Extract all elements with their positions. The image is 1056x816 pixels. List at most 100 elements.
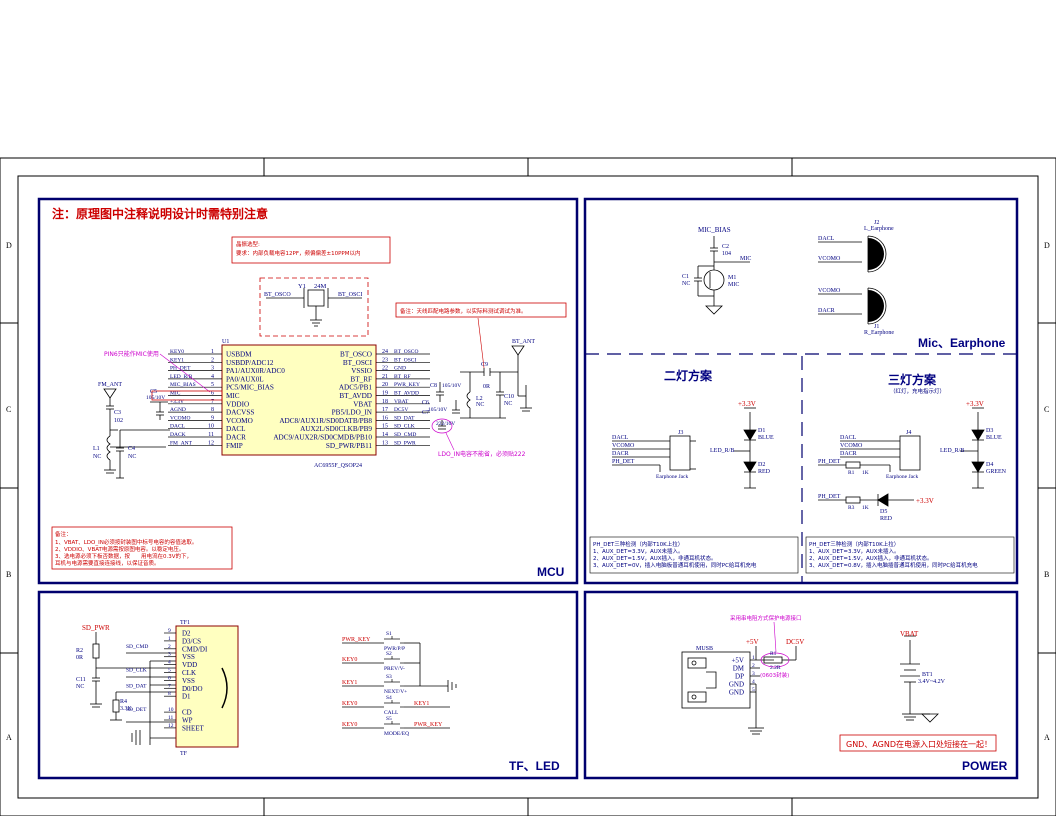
mcu-pin-name: BT_OSCO — [340, 351, 372, 359]
tf-r2-ref: R2 — [76, 648, 83, 654]
j1-val: R_Earphone — [864, 330, 894, 336]
tf-r4-val: 3.3K — [120, 706, 133, 712]
r5-pkg: (0603封装) — [760, 671, 789, 679]
tf-pin-name: VDD — [182, 661, 197, 669]
three-led-panel: 三灯方案 （红灯，充电指示灯） — [805, 372, 1015, 574]
tf-ref: TF1 — [180, 620, 190, 626]
crystal-note-line1: 晶振选型: — [236, 240, 260, 248]
usb-pin-name: GND — [729, 681, 744, 689]
mcu-pin-net: SD_CMD — [394, 432, 416, 438]
mcu-pin-name: VBAT — [353, 400, 372, 408]
mcu-pin-net: BT_RF — [394, 374, 411, 380]
mic-net-label: MIC — [740, 256, 751, 262]
usb-connector-detail — [687, 646, 797, 735]
mcu-pin-name: VCOMO — [226, 417, 253, 425]
two-led-d2-ref: D2 — [758, 462, 765, 468]
vbat-label: VBAT — [900, 630, 919, 638]
mcu-bottom-note-1: 1、VBAT、LDO_IN必须按封装图中标号电容的容值选取。 — [55, 538, 197, 546]
rf-c7-val: 222/16V — [436, 421, 455, 427]
tf-keys: S1PWR/P/PPWR_KEYS2PREV/V-KEY0S3NEXT/V+KE… — [342, 631, 450, 737]
mcu-pin-net: SD_CLK — [394, 424, 415, 430]
mcu-bottom-note-3: 3、选电源必须下板否数据，按 用电流在0.3V的下， — [55, 552, 192, 560]
rf-c7-ref: C7 — [422, 410, 429, 416]
mcu-pin-number: 21 — [382, 374, 388, 380]
mcu-panel-title: MCU — [537, 565, 564, 579]
two-led-note-title: PH_DET三种检测（内部T10K上拉） — [593, 540, 683, 548]
mcu-pin-net: KEY1 — [170, 357, 184, 363]
usb-pin-name: DP — [735, 673, 744, 681]
rf-l2-val: NC — [476, 402, 484, 408]
tf-pin-number: 8 — [168, 691, 171, 697]
rf-l2-ref: L2 — [476, 396, 483, 402]
row-label-a-left: A — [6, 733, 12, 742]
mcu-pin-name: BT_OSCI — [343, 359, 373, 367]
three-led-note-2: 2、AUX_DET=1.5V，AUX插入，非通耳机状态。 — [809, 554, 933, 562]
mic-m1-val: MIC — [728, 282, 739, 288]
three-led-note-box — [805, 536, 1015, 574]
two-led-note-2: 2、AUX_DET=1.5V，AUX插入，非通耳机状态。 — [593, 554, 717, 562]
mcu-pin-number: 13 — [382, 440, 388, 446]
two-led-d1-val: BLUE — [758, 435, 774, 441]
key-left-net: PWR_KEY — [342, 637, 371, 643]
usb-pin-name: DM — [733, 665, 745, 673]
three-led-d3-ref: D3 — [986, 428, 993, 434]
tf-pin-net: SD_DAT — [126, 683, 147, 689]
mcu-pin-number: 12 — [208, 440, 214, 446]
rf-note: 备注：天线匹配电路参数，以实际料测试调试为准。 — [400, 307, 527, 315]
key-label: MODE/EQ — [384, 731, 409, 737]
mcu-pin-name: PA1/AUX0R/ADC0 — [226, 367, 285, 375]
mcu-pin-net: MIC — [170, 391, 181, 397]
rf-c9-val: 0R — [483, 384, 490, 390]
mcu-pin-number: 18 — [382, 399, 388, 405]
key-left-net: KEY1 — [342, 680, 357, 686]
mcu-pin-name: PB5/LDO_IN — [332, 409, 373, 417]
mic-c1-ref: C1 — [682, 274, 689, 280]
tf-panel: TF、LED SD_P — [76, 620, 560, 773]
mcu-pin-name: USBDP/ADC12 — [226, 359, 274, 367]
rf-c10-val: NC — [504, 401, 512, 407]
mcu-pin-name: VDDIO — [226, 400, 249, 408]
fm-c3-ref: C3 — [114, 410, 121, 416]
mcu-pin-name: PC5/MIC_BIAS — [226, 384, 274, 392]
fm-c4-val: NC — [128, 454, 136, 460]
two-led-net-vcomo: VCOMO — [612, 443, 635, 449]
mcu-pin-name: BT_AVDD — [339, 392, 372, 400]
mcu-pin-number: 19 — [382, 391, 388, 397]
tf-pin-name: D2 — [182, 630, 191, 638]
key-left-net: KEY0 — [342, 657, 357, 663]
crystal-left-net: BT_OSCO — [264, 292, 291, 298]
tf-pin-net: SD_DET — [126, 707, 147, 713]
pin6-highlight — [151, 390, 223, 401]
mcu-chip-ref: U1 — [222, 339, 229, 345]
mcu-bottom-note-4: 耳机与电源需要直接连接线，以保证音质。 — [55, 559, 160, 567]
three-led-vcc2: +3.3V — [916, 497, 934, 505]
r5-ref: R1 — [770, 651, 777, 657]
mcu-bottom-note-title: 备注： — [55, 530, 72, 538]
mcu-pin-net: FM_ANT — [170, 440, 193, 446]
mic-c2-val: 104 — [722, 251, 731, 257]
mcu-pin-name: ADC5/PB1 — [339, 384, 373, 392]
pin6-note-leader — [159, 353, 211, 393]
j1-bot-net: DACR — [818, 308, 835, 314]
mcu-pin-number: 2 — [211, 357, 214, 363]
tf-bottom-label: TF — [180, 751, 188, 757]
tf-pin-number: 5 — [168, 668, 171, 674]
p5v-label: +5V — [746, 638, 759, 646]
mcu-pin-net: GND — [394, 366, 406, 372]
mcu-chip-part: AC6955F_QSOP24 — [314, 463, 362, 469]
key-right-net: PWR_KEY — [414, 722, 443, 728]
three-led-note-3: 3、AUX_DET=0.8V，插入电脑插普通耳机使用，同时PC给耳机充电 — [809, 561, 978, 569]
mcu-pin-net: BT_OSCO — [394, 349, 418, 355]
j1-top-net: VCOMO — [818, 288, 841, 294]
mcu-pin-net: PWR_KEY — [394, 382, 420, 388]
bt1-ref: BT1 — [922, 672, 933, 678]
mcu-pin-net: SD_DAT — [394, 415, 415, 421]
sd-pwr-label: SD_PWR — [82, 624, 110, 632]
mcu-pin-name: DACR — [226, 434, 246, 442]
fm-c4-ref: C4 — [128, 446, 135, 452]
mcu-pin-number: 17 — [382, 407, 388, 413]
crystal-value: 24M — [314, 283, 327, 290]
usb-pin-number: 2 — [752, 663, 755, 669]
